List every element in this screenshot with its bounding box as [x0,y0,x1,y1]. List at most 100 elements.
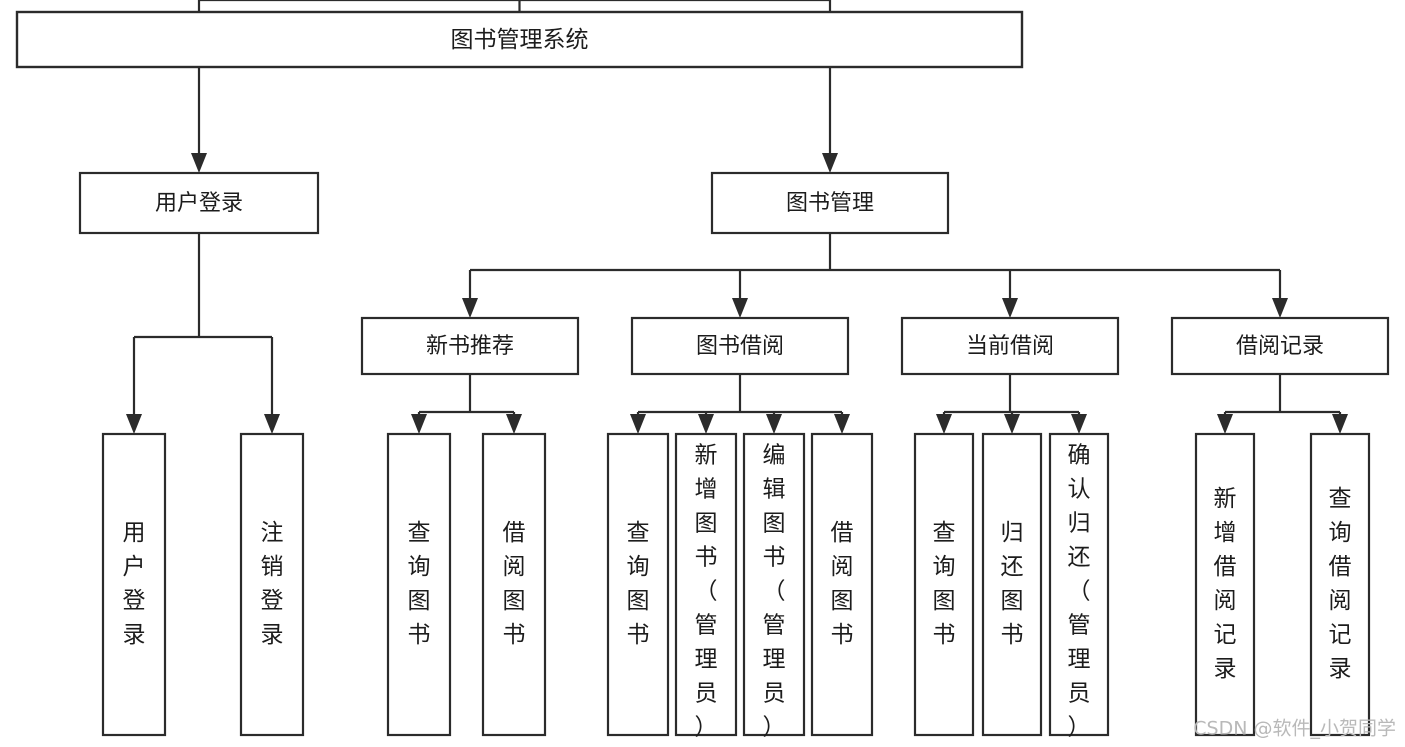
node-box[interactable] [15,10,1024,69]
node-leaf-borrow-book-1[interactable]: 借阅图书借阅图书 [481,432,547,737]
csdn-watermark: CSDN @软件_小贺同学 [1193,718,1396,740]
node-label-char: 登 [261,588,284,614]
node-book-management[interactable]: 图书管理 [710,171,950,235]
node-label-char: 书 [831,622,854,648]
node-label-char: 归 [1068,511,1091,537]
node-borrow-record[interactable]: 借阅记录 [1170,316,1390,376]
node-box[interactable] [1170,316,1390,376]
node-current-borrow[interactable]: 当前借阅 [900,316,1120,376]
node-label-char: 管 [763,613,786,639]
node-root[interactable]: 图书管理系统 [15,10,1024,69]
node-label-char: 查 [933,520,956,546]
node-box[interactable] [481,432,547,737]
node-user-login[interactable]: 用户登录 [78,171,320,235]
node-label-char: 借 [1329,554,1352,580]
node-label-char: 书 [763,545,786,571]
connector-arrowhead [1272,298,1288,318]
node-label-char: 询 [1329,520,1352,546]
node-label-char: 增 [695,477,718,503]
node-label-char: 阅 [831,554,854,580]
node-label-char: 理 [763,647,786,673]
node-label-char: 书 [503,622,526,648]
node-leaf-query-book-1[interactable]: 查询图书查询图书 [386,432,452,737]
node-box[interactable] [913,432,975,737]
connector-arrowhead [126,414,142,434]
node-label-char: 登 [123,588,146,614]
connector-arrowhead [630,414,646,434]
node-label: 新书推荐 [426,334,514,359]
connector-arrowhead [411,414,427,434]
node-box[interactable] [981,432,1043,737]
node-label-char: 图 [695,511,718,537]
node-label: 当前借阅 [966,334,1054,359]
node-new-book-recommend[interactable]: 新书推荐 [360,316,580,376]
node-label-char: 还 [1001,554,1024,580]
node-leaf-user-login[interactable]: 用户登录用户登录 [101,432,167,737]
node-box[interactable] [742,432,806,737]
node-label-char: 还 [1068,545,1091,571]
node-label-char: 图 [627,588,650,614]
node-box[interactable] [630,316,850,376]
node-box[interactable] [239,432,305,737]
connector-arrowhead [1332,414,1348,434]
node-leaf-return-book[interactable]: 归还图书归还图书 [981,432,1043,737]
node-label-char: 书 [1001,622,1024,648]
node-box[interactable] [1194,432,1256,737]
node-leaf-add-record[interactable]: 新增借阅记录新增借阅记录 [1194,432,1256,737]
node-label-char: 录 [1329,656,1352,682]
node-label-char: 理 [695,647,718,673]
node-label-char: 阅 [503,554,526,580]
connector-arrowhead [732,298,748,318]
node-label-char: 借 [1214,554,1237,580]
node-label-char: 记 [1214,622,1237,648]
node-label-char: （ [1068,579,1091,605]
node-box[interactable] [674,432,738,737]
node-label: 图书管理 [786,191,874,216]
connector-arrowhead [1217,414,1233,434]
connector-arrowhead [1071,414,1087,434]
node-leaf-borrow-book-2[interactable]: 借阅图书借阅图书 [810,432,874,737]
node-label-char: 员 [763,681,786,707]
node-label-char: 归 [1001,520,1024,546]
node-book-borrow[interactable]: 图书借阅 [630,316,850,376]
node-label-char: 图 [503,588,526,614]
node-label-char: 书 [408,622,431,648]
node-box[interactable] [101,432,167,737]
node-label: 用户登录 [155,191,243,216]
node-label-char: 确 [1068,443,1091,469]
node-leaf-query-record[interactable]: 查询借阅记录查询借阅记录 [1309,432,1371,737]
node-label-char: 增 [1214,520,1237,546]
node-box[interactable] [1309,432,1371,737]
node-label-char: ） [1068,715,1091,741]
node-leaf-query-book-3[interactable]: 查询图书查询图书 [913,432,975,737]
node-box[interactable] [78,171,320,235]
node-box[interactable] [1048,432,1110,737]
node-label-char: 阅 [1329,588,1352,614]
node-label-char: 查 [408,520,431,546]
node-label-char: 图 [933,588,956,614]
connector-arrowhead [1004,414,1020,434]
node-label-char: （ [695,579,718,605]
node-label-char: 书 [933,622,956,648]
node-box[interactable] [360,316,580,376]
node-label-char: 员 [695,681,718,707]
node-box[interactable] [710,171,950,235]
node-leaf-logout[interactable]: 注销登录注销登录 [239,432,305,737]
node-label-char: 管 [1068,613,1091,639]
node-box[interactable] [606,432,670,737]
node-box[interactable] [386,432,452,737]
node-leaf-query-book-2[interactable]: 查询图书查询图书 [606,432,670,737]
node-label-char: ） [695,715,718,741]
node-label-char: 新 [695,443,718,469]
node-box[interactable] [810,432,874,737]
node-label-char: 新 [1214,486,1237,512]
node-label-char: 借 [831,520,854,546]
node-label-char: 户 [123,554,146,580]
node-label-char: 图 [1001,588,1024,614]
node-box[interactable] [900,316,1120,376]
node-label-char: 录 [123,622,146,648]
